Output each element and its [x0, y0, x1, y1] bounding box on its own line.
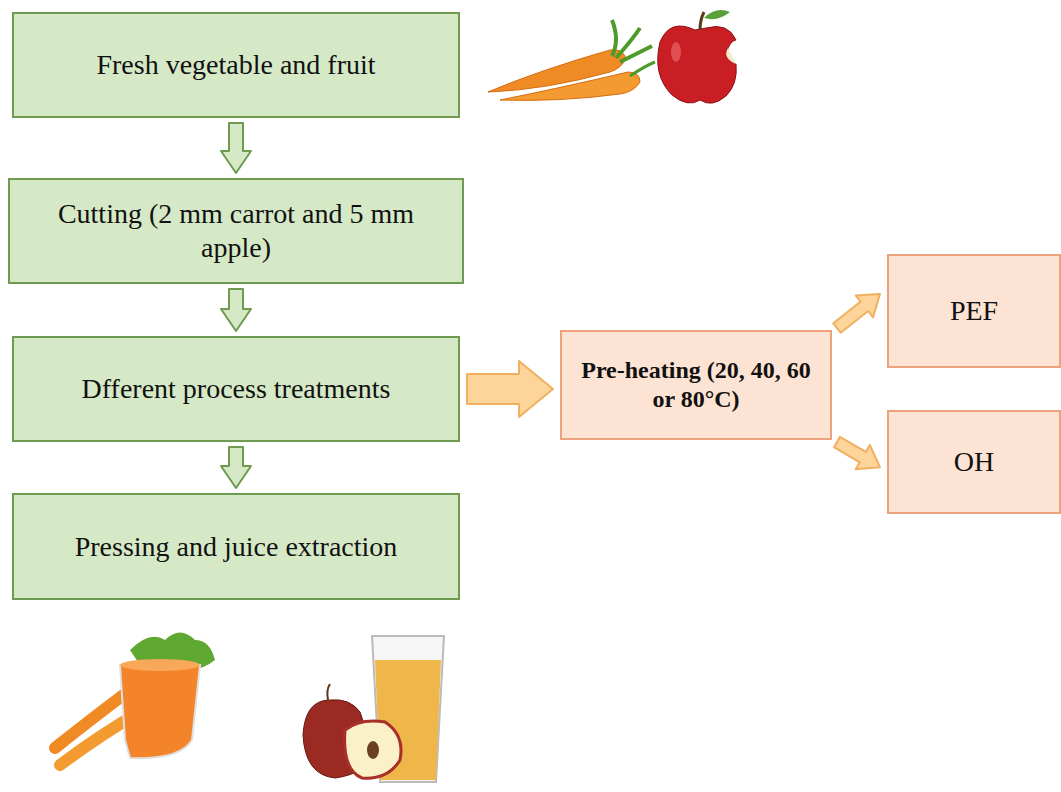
- treatment-box: Pre-heating (20, 40, 60 or 80°C): [560, 330, 832, 440]
- box-label: Fresh vegetable and fruit: [86, 48, 385, 82]
- apple-illustration: [658, 10, 737, 103]
- block-arrow: [833, 294, 880, 333]
- apple-juice-illustration: [303, 636, 444, 782]
- block-arrow: [834, 437, 880, 469]
- box-label: OH: [944, 445, 1004, 479]
- process-box: Pressing and juice extraction: [12, 493, 460, 600]
- box-label: Pressing and juice extraction: [65, 530, 408, 564]
- box-label: PEF: [940, 294, 1008, 328]
- block-arrow: [221, 289, 251, 331]
- carrot-juice-illustration: [55, 633, 215, 766]
- process-box: Cutting (2 mm carrot and 5 mm apple): [8, 178, 464, 284]
- process-box: Dfferent process treatments: [12, 336, 460, 442]
- block-arrow: [221, 123, 251, 173]
- block-arrow: [221, 447, 251, 488]
- box-label: Pre-heating (20, 40, 60 or 80°C): [562, 356, 830, 414]
- process-box: Fresh vegetable and fruit: [12, 12, 460, 118]
- box-label: Cutting (2 mm carrot and 5 mm apple): [10, 197, 462, 264]
- treatment-box: OH: [887, 410, 1061, 514]
- treatment-box: PEF: [887, 254, 1061, 368]
- carrot-illustration: [488, 20, 655, 100]
- box-label: Dfferent process treatments: [72, 372, 401, 406]
- block-arrow: [467, 361, 553, 417]
